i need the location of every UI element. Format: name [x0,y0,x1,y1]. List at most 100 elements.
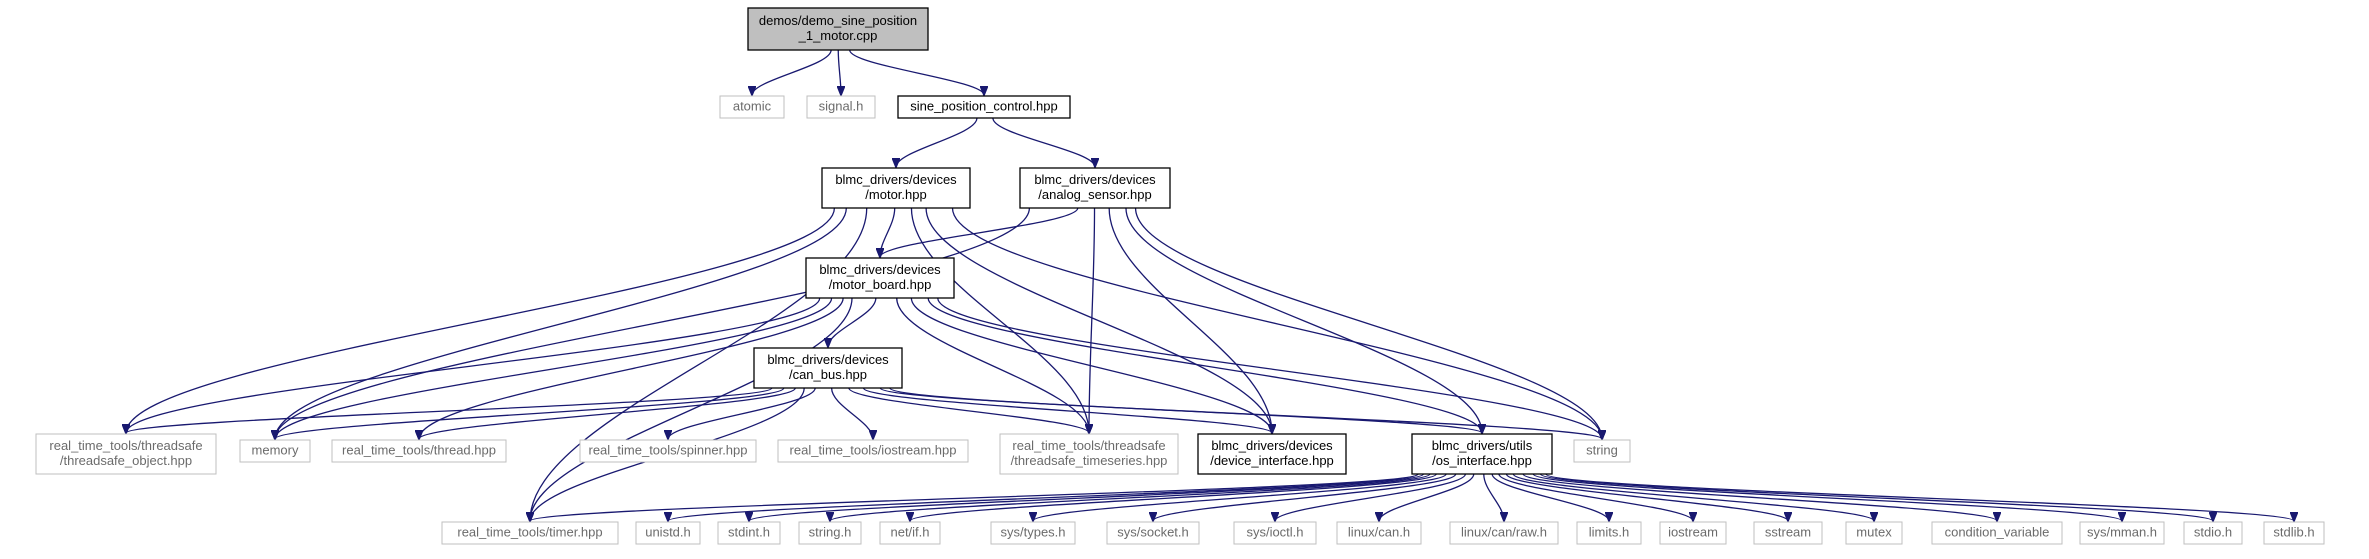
node-iostream: iostream [1659,521,1727,545]
node-string_h: string.h [798,521,862,545]
node-motor[interactable]: blmc_drivers/devices/motor.hpp [821,167,971,209]
node-condition_variable: condition_variable [1931,521,2063,545]
node-can_bus[interactable]: blmc_drivers/devices/can_bus.hpp [753,347,903,389]
edge-motor_board-to-timer [530,297,853,521]
node-label-analog_sensor-0: blmc_drivers/devices [1034,172,1156,187]
node-label-sys_mman_h-0: sys/mman.h [2087,525,2157,540]
node-label-signal_h-0: signal.h [819,99,864,114]
node-label-can_bus-0: blmc_drivers/devices [767,352,889,367]
node-label-os_interface-0: blmc_drivers/utils [1432,438,1533,453]
node-sstream: sstream [1753,521,1823,545]
edge-motor-to-timer [530,207,868,521]
node-label-sys_ioctl_h-0: sys/ioctl.h [1246,525,1303,540]
node-sine_position_control[interactable]: sine_position_control.hpp [897,95,1071,119]
node-threadsafe_object: real_time_tools/threadsafe/threadsafe_ob… [35,433,217,475]
node-sys_mman_h: sys/mman.h [2079,521,2165,545]
edge-os_interface-to-limits_h [1491,473,1609,521]
node-box-threadsafe_object [35,433,217,475]
node-timer: real_time_tools/timer.hpp [441,521,619,545]
node-box-mutex [1845,521,1903,545]
node-box-motor[interactable] [821,167,971,209]
edge-motor_board-to-threadsafe_object [126,297,821,433]
node-motor_board[interactable]: blmc_drivers/devices/motor_board.hpp [805,257,955,299]
node-label-stdlib_h-0: stdlib.h [2273,525,2314,540]
node-sys_ioctl_h: sys/ioctl.h [1233,521,1317,545]
edge-motor_board-to-memory [275,297,833,439]
node-sys_types_h: sys/types.h [990,521,1076,545]
node-label-threadsafe_timeseries-0: real_time_tools/threadsafe [1012,438,1165,453]
node-label-threadsafe_object-1: /threadsafe_object.hpp [60,453,192,468]
node-label-linux_can_raw_h-0: linux/can/raw.h [1461,525,1547,540]
edge-root-to-signal_h [838,49,841,95]
node-box-spinner [579,439,757,463]
node-box-sine_position_control[interactable] [897,95,1071,119]
node-label-device_interface-1: /device_interface.hpp [1210,453,1334,468]
node-net_if_h: net/if.h [879,521,941,545]
node-label-net_if_h-0: net/if.h [890,525,929,540]
node-label-motor_board-1: /motor_board.hpp [829,277,932,292]
edge-os_interface-to-mutex [1512,473,1874,521]
edge-motor-to-threadsafe_object [126,207,836,433]
node-label-analog_sensor-1: /analog_sensor.hpp [1038,187,1151,202]
node-label-sys_types_h-0: sys/types.h [1000,525,1065,540]
node-memory: memory [239,439,311,463]
node-label-sys_socket_h-0: sys/socket.h [1117,525,1189,540]
node-box-string [1573,439,1631,463]
dependency-edges [126,49,2294,521]
node-limits_h: limits.h [1576,521,1642,545]
node-label-timer-0: real_time_tools/timer.hpp [457,525,602,540]
edge-analog_sensor-to-motor_board [880,207,1079,257]
edge-can_bus-to-iostream_hpp [830,387,873,439]
node-label-condition_variable-0: condition_variable [1945,525,2050,540]
edge-os_interface-to-linux_can_raw_h [1483,473,1504,521]
node-box-os_interface[interactable] [1411,433,1553,475]
edge-os_interface-to-string_h [830,473,1431,521]
node-box-can_bus[interactable] [753,347,903,389]
node-box-memory [239,439,311,463]
edge-os_interface-to-sys_types_h [1033,473,1447,521]
edge-os_interface-to-timer [530,473,1419,521]
node-box-signal_h [806,95,876,119]
node-box-motor_board[interactable] [805,257,955,299]
edge-analog_sensor-to-threadsafe_timeseries [1089,207,1096,433]
node-box-device_interface[interactable] [1197,433,1347,475]
node-stdio_h: stdio.h [2183,521,2243,545]
node-atomic: atomic [719,95,785,119]
node-box-net_if_h [879,521,941,545]
node-label-iostream_hpp-0: real_time_tools/iostream.hpp [790,443,957,458]
node-box-thread [331,439,507,463]
node-box-sys_ioctl_h [1233,521,1317,545]
node-os_interface[interactable]: blmc_drivers/utils/os_interface.hpp [1411,433,1553,475]
node-box-timer [441,521,619,545]
edge-motor_board-to-string [937,297,1602,439]
node-box-iostream [1659,521,1727,545]
node-box-linux_can_raw_h [1449,521,1559,545]
edge-motor-to-string [951,207,1602,439]
node-device_interface[interactable]: blmc_drivers/devices/device_interface.hp… [1197,433,1347,475]
edge-can_bus-to-threadsafe_object [126,387,773,433]
edge-sine_position_control-to-analog_sensor [992,117,1095,167]
node-signal_h: signal.h [806,95,876,119]
edge-can_bus-to-threadsafe_timeseries [848,387,1089,433]
node-box-sys_socket_h [1106,521,1200,545]
node-box-condition_variable [1931,521,2063,545]
edge-analog_sensor-to-memory [275,207,1031,439]
node-label-os_interface-1: /os_interface.hpp [1432,453,1532,468]
node-sys_socket_h: sys/socket.h [1106,521,1200,545]
node-box-limits_h [1576,521,1642,545]
node-analog_sensor[interactable]: blmc_drivers/devices/analog_sensor.hpp [1019,167,1171,209]
node-iostream_hpp: real_time_tools/iostream.hpp [777,439,969,463]
node-label-memory-0: memory [252,443,299,458]
node-box-stdio_h [2183,521,2243,545]
node-label-stdint_h-0: stdint.h [728,525,770,540]
edge-analog_sensor-to-device_interface [1108,207,1272,433]
edge-os_interface-to-sstream [1505,473,1788,521]
node-label-can_bus-1: /can_bus.hpp [789,367,867,382]
edge-os_interface-to-iostream [1498,473,1693,521]
file-nodes: demos/demo_sine_position_1_motor.cppatom… [35,7,2325,545]
node-label-limits_h-0: limits.h [1589,525,1629,540]
edge-root-to-atomic [752,49,832,95]
node-box-analog_sensor[interactable] [1019,167,1171,209]
edge-analog_sensor-to-string [1134,207,1602,439]
node-label-device_interface-0: blmc_drivers/devices [1211,438,1333,453]
